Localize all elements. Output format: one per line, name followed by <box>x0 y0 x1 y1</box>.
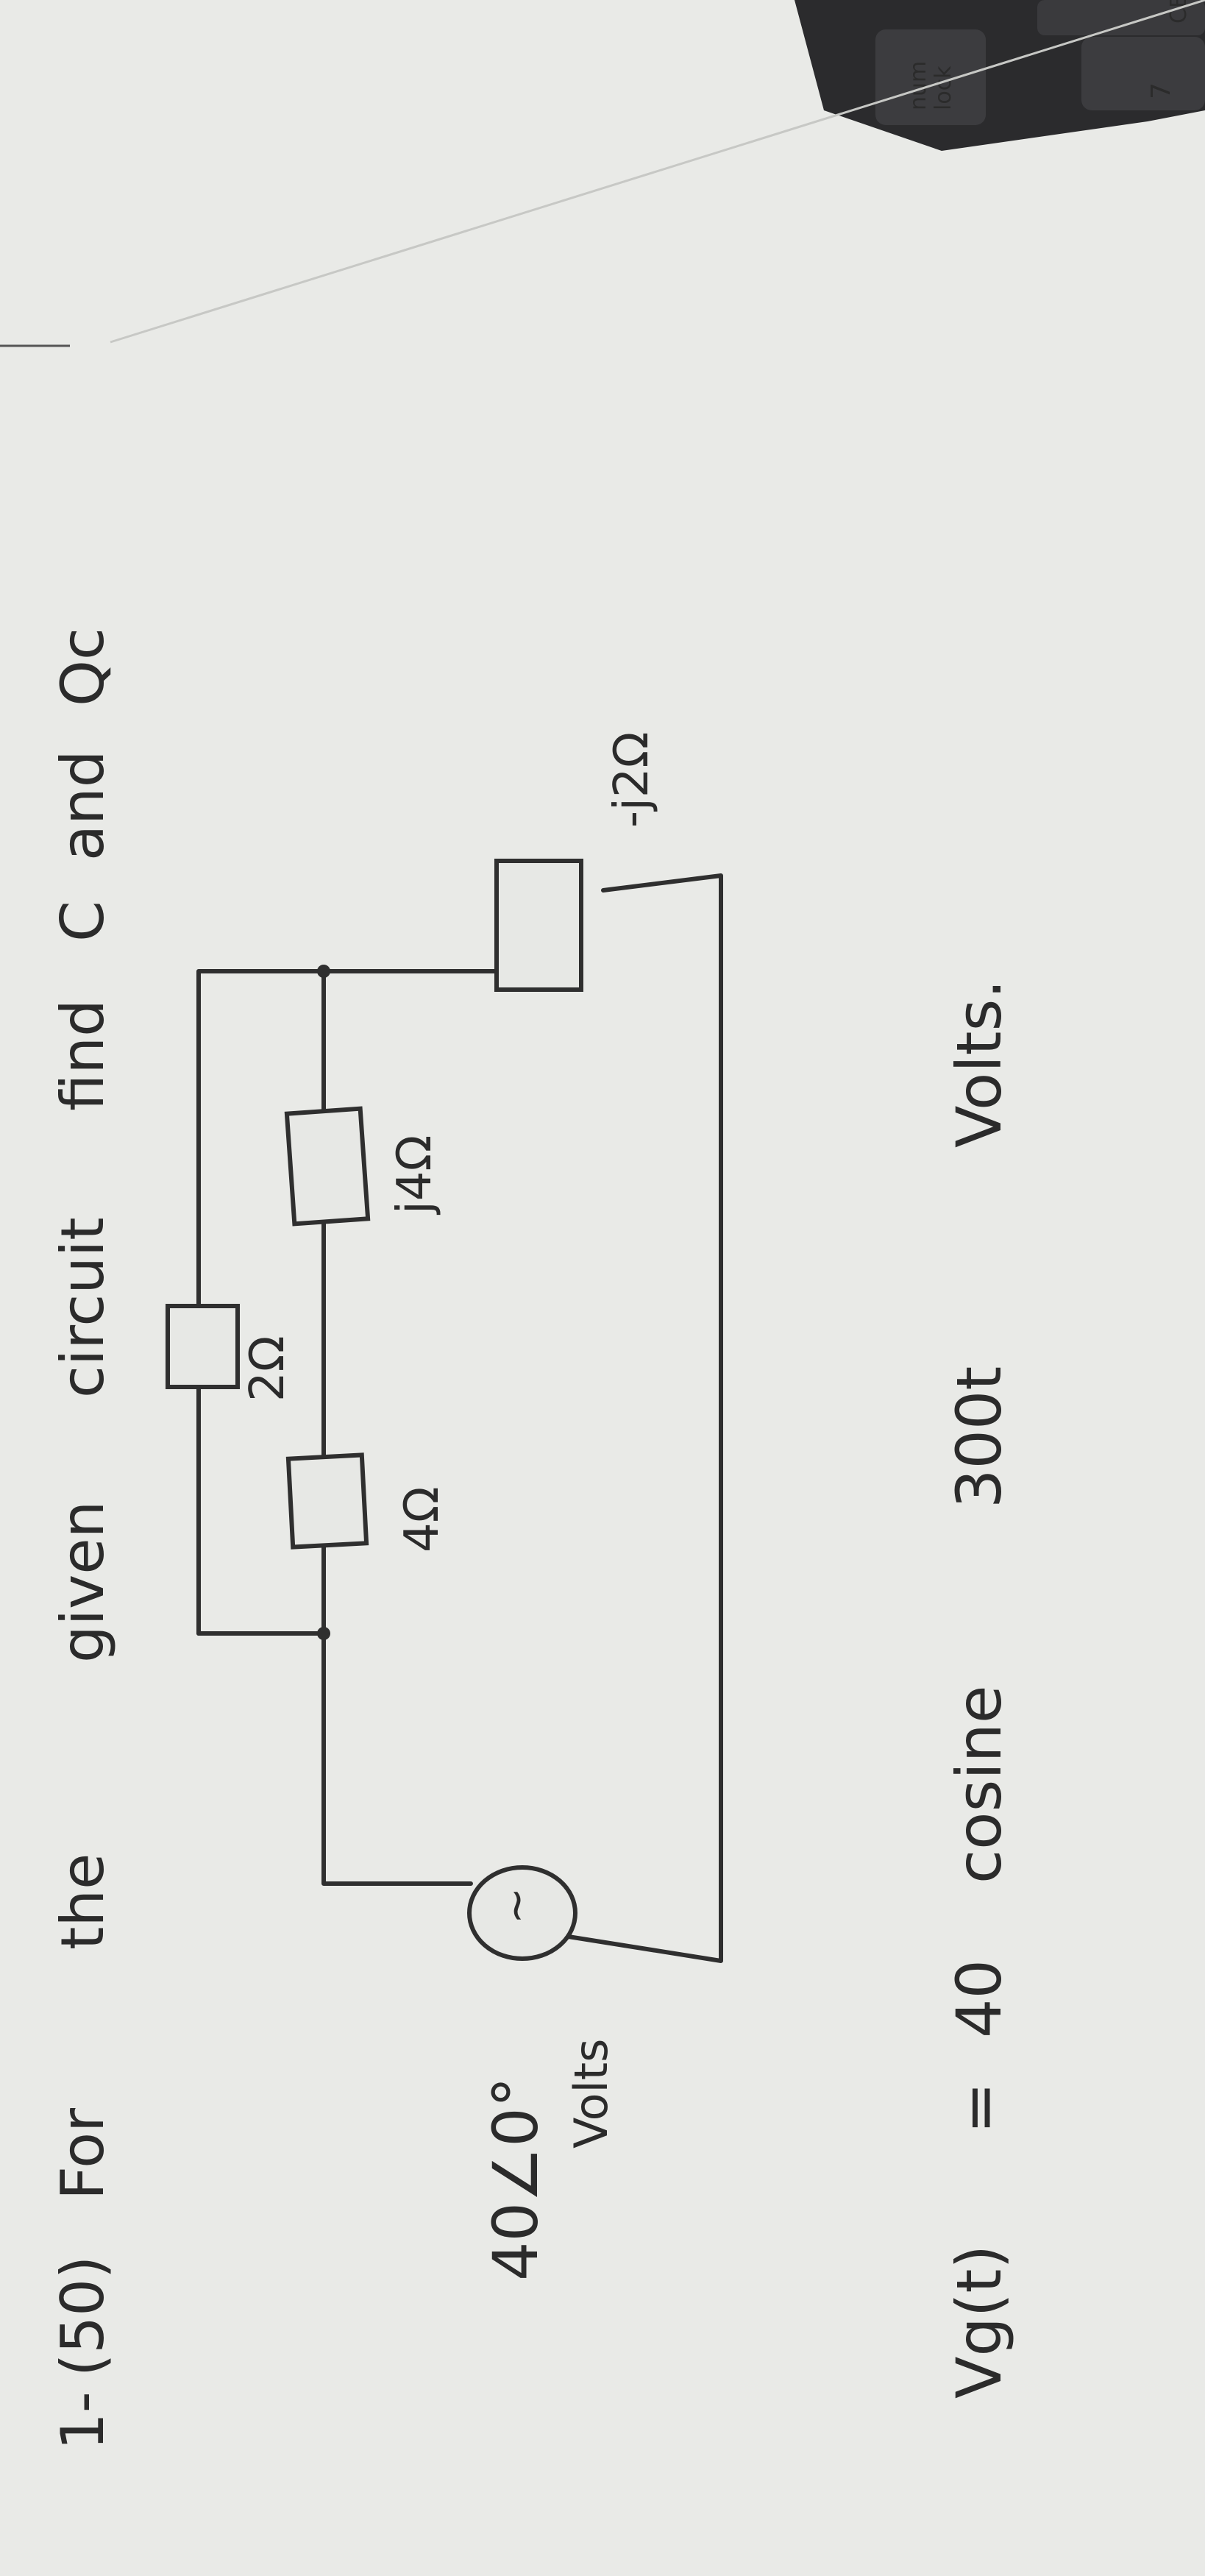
word-qc: Qc <box>49 628 117 706</box>
keyboard-num-label: num <box>906 61 931 110</box>
source-equation: Vg(t) = 40 cosine 300t Volts. <box>943 979 1015 2399</box>
problem-number: 1- <box>49 2391 117 2450</box>
resistor-2-label: 2Ω <box>241 1335 295 1402</box>
word-for: For <box>49 2108 117 2200</box>
keyboard-key-seven-label: 7 <box>1146 82 1176 99</box>
node-left <box>317 1627 330 1640</box>
word-find: find <box>49 999 117 1111</box>
inductor-box <box>284 1106 371 1227</box>
word-and: and <box>49 750 117 861</box>
wire-top-rail <box>196 969 326 1636</box>
circuit-diagram: ~ <box>166 859 723 1963</box>
wire-bottom-rail <box>557 873 723 1963</box>
problem-points: (50) <box>49 2256 117 2377</box>
source-phasor-label: 40∠0° <box>480 2076 552 2281</box>
word-given: given <box>49 1501 117 1663</box>
equation-equals: = <box>943 2082 1015 2134</box>
problem-statement: 1- (50) For the given circuit find C and… <box>49 628 117 2450</box>
source-unit-label: Volts <box>564 2039 618 2149</box>
word-circuit: circuit <box>49 1217 117 1398</box>
equation-argument: 300t <box>943 1366 1015 1508</box>
component-labels: 4Ω 2Ω j4Ω -j2Ω 40∠0° Volts <box>241 732 659 2282</box>
word-c: C <box>49 901 117 942</box>
equation-amplitude: 40 <box>943 1959 1015 2038</box>
keyboard-lock-label: lock <box>931 65 956 110</box>
resistor-4-label: 4Ω <box>395 1486 449 1553</box>
source-symbol: ~ <box>491 1887 542 1924</box>
equation-lhs: Vg(t) <box>943 2245 1015 2399</box>
equation-cosine: cosine <box>943 1685 1015 1884</box>
voltage-source <box>467 1865 577 1961</box>
resistor-2-box <box>166 1304 240 1389</box>
paper-edge-line <box>110 0 1205 344</box>
word-the: the <box>49 1853 117 1950</box>
node-right <box>317 965 330 978</box>
capacitor-label: -j2Ω <box>605 732 659 828</box>
keyboard-corner: CE num lock 7 <box>795 0 1205 151</box>
inductor-label: j4Ω <box>388 1135 442 1216</box>
capacitor-box <box>494 859 583 992</box>
equation-unit: Volts. <box>943 979 1015 1148</box>
wire-to-source <box>321 1631 473 1886</box>
resistor-4-box <box>285 1452 369 1550</box>
